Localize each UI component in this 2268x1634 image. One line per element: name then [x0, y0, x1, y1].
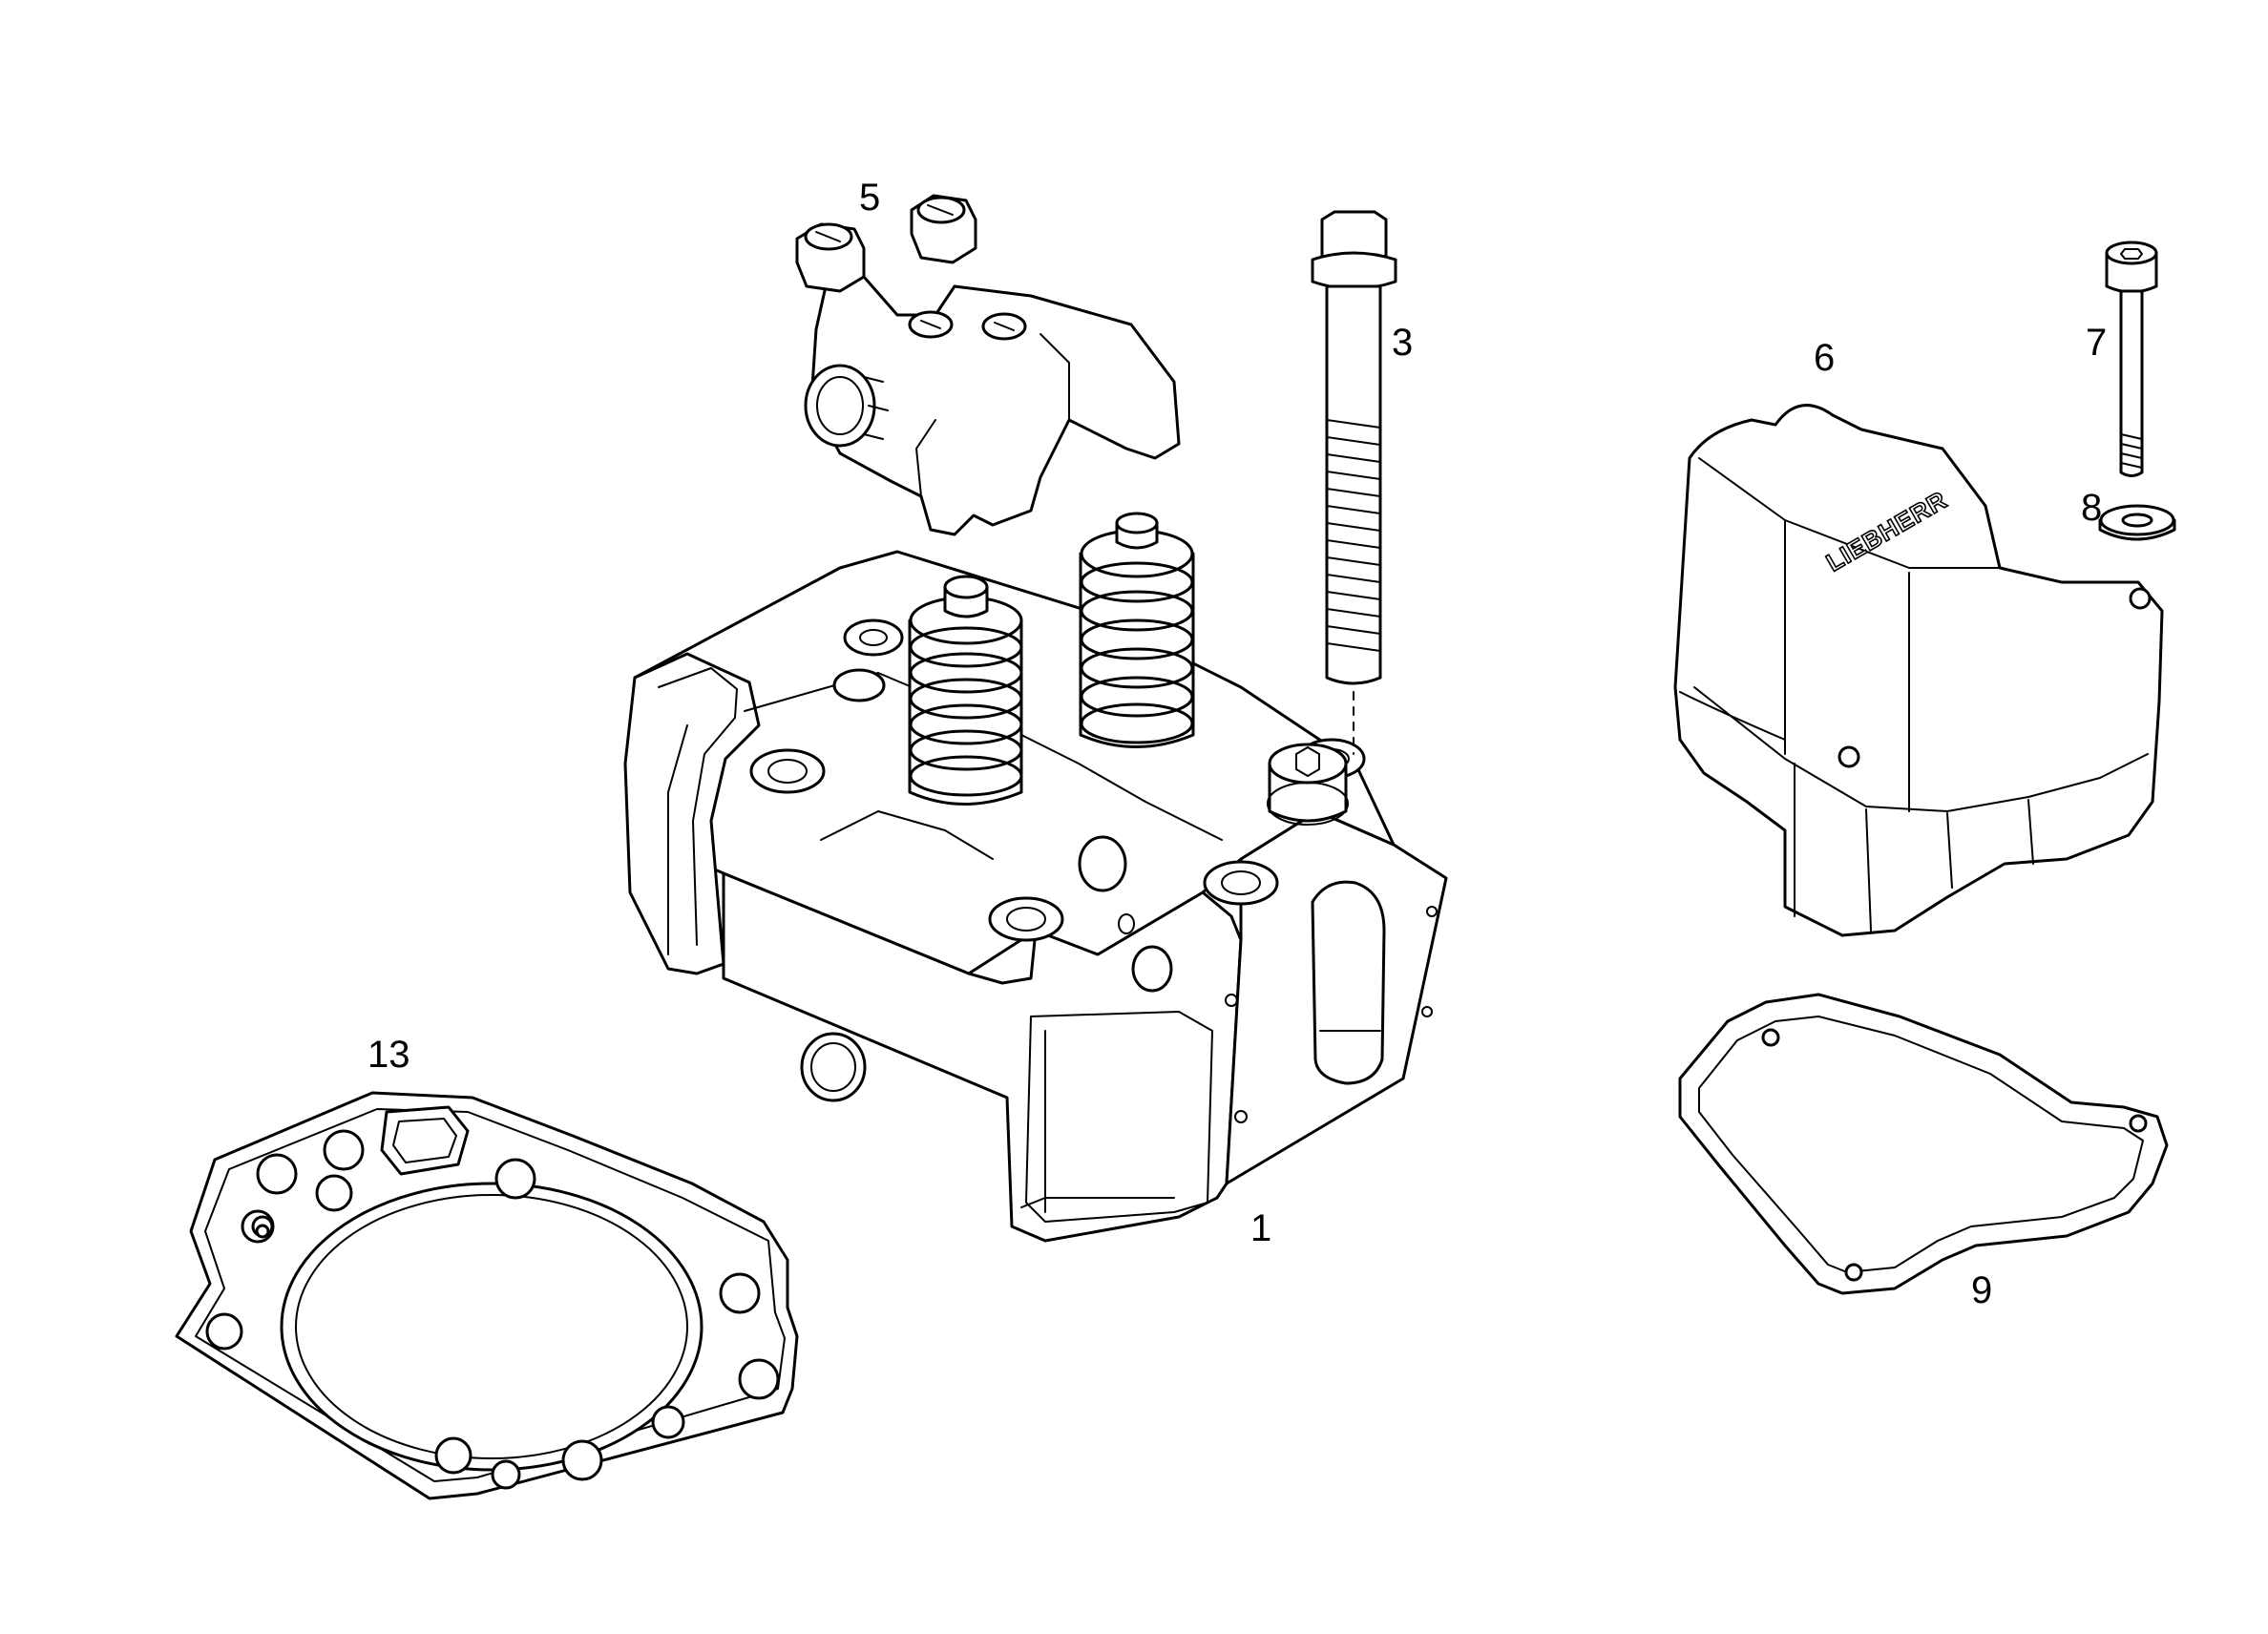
label-part-5: 5	[859, 177, 880, 219]
valve-spring-right	[1079, 512, 1195, 748]
label-part-3: 3	[1392, 322, 1413, 364]
cover-screw	[2105, 241, 2158, 477]
label-part-13: 13	[368, 1034, 410, 1076]
valve-cover: LIEBHERR	[1673, 404, 2164, 937]
head-gasket	[175, 1091, 799, 1500]
head-bolt	[1311, 210, 1397, 755]
washer	[2098, 504, 2176, 541]
label-part-8: 8	[2081, 487, 2102, 529]
label-part-7: 7	[2086, 322, 2107, 364]
cover-gasket	[1678, 993, 2169, 1295]
label-part-1: 1	[1250, 1207, 1271, 1249]
label-part-9: 9	[1971, 1269, 1992, 1311]
label-part-6: 6	[1814, 337, 1835, 379]
valve-spring-left	[908, 575, 1023, 806]
part-number-labels: 1 3 5 6 7 8 9 13	[368, 177, 2107, 1311]
cylinder-head	[623, 512, 1448, 1243]
rocker-arm-assembly	[795, 194, 1181, 536]
